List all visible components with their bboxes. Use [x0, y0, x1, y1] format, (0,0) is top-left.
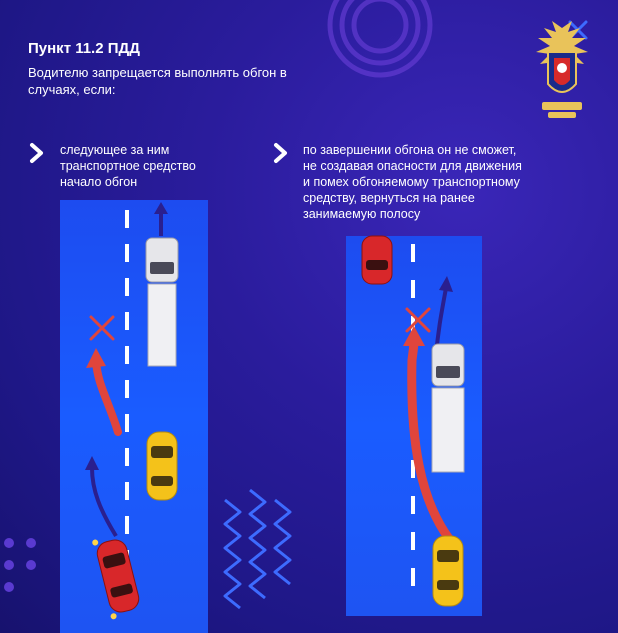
chevron-right-icon [274, 143, 287, 163]
red-car-1 [92, 539, 140, 620]
dots-decoration [4, 538, 36, 592]
item-1-line: начало обгон [60, 175, 138, 189]
truck-direction-arrow-1 [154, 202, 168, 236]
item-2-line: занимаемую полосу [303, 207, 421, 221]
item-2-line: и помех обгоняемому транспортному [303, 175, 520, 189]
red-car-2 [361, 235, 393, 285]
truck-2 [431, 343, 465, 473]
item-1-line: транспортное средство [60, 159, 196, 173]
item-2-line: по завершении обгона он не сможет, [303, 143, 517, 157]
item-2-line: не создавая опасности для движения [303, 159, 522, 173]
concentric-circles-decoration [327, 0, 433, 78]
red-overtake-arrow-1 [86, 348, 122, 436]
red-car-direction-arrow [85, 456, 118, 538]
zigzag-decoration [223, 488, 292, 610]
yellow-car-1 [146, 431, 178, 501]
yellow-car-2 [432, 535, 464, 607]
item-2-text: по завершении обгона он не сможет, не со… [303, 142, 603, 222]
item-1-line: следующее за ним [60, 143, 170, 157]
truck-1 [145, 237, 179, 367]
cross-mark-icon [405, 307, 431, 333]
page-subtitle: Водителю запрещается выполнять обгон в с… [28, 65, 287, 97]
item-1-text: следующее за ним транспортное средство н… [60, 142, 260, 190]
chevron-right-icon [30, 143, 43, 163]
red-overtake-arrow-2 [403, 326, 455, 545]
road-illustration-1 [60, 200, 208, 633]
cross-mark-icon [89, 315, 115, 341]
page-title: Пункт 11.2 ПДД [28, 40, 140, 57]
item-2-line: средству, вернуться на ранее [303, 191, 475, 205]
